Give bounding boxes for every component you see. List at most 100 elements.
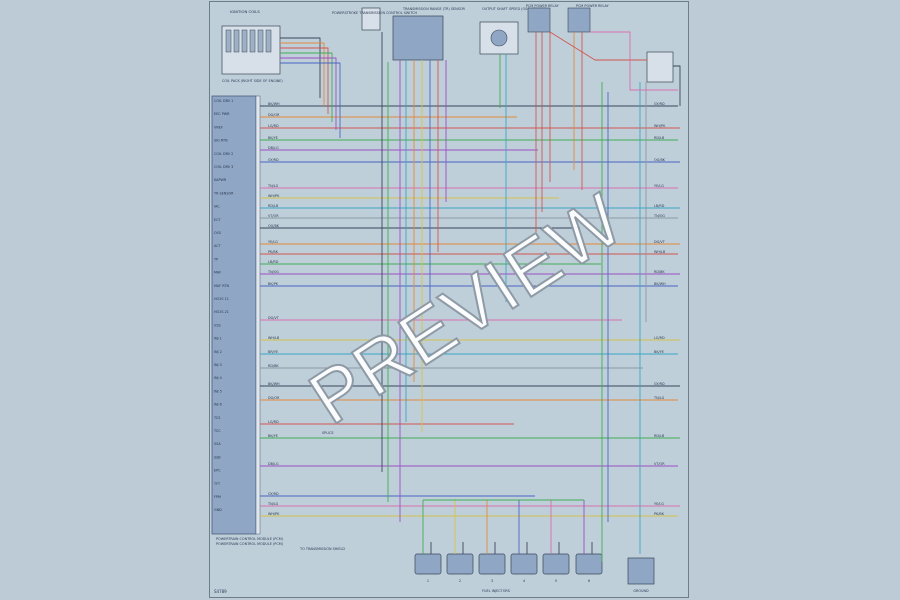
coil-element: [265, 29, 272, 53]
wire-color-label: BK/WH: [268, 382, 280, 386]
coil-output-wire: [280, 62, 341, 138]
coil-output-wire: [280, 42, 325, 106]
wire-end-label: LG/RD: [654, 336, 665, 340]
tr-sensor-box: [392, 15, 444, 61]
wire-color-label: DG/OR: [268, 396, 280, 400]
wire-end-label: OG/BK: [654, 158, 666, 162]
wire-color-label: WH/PK: [268, 512, 280, 516]
relay-b-wire: [590, 31, 678, 91]
wire-color-label: LG/RD: [268, 420, 279, 424]
pcm-pin-label: VSS: [214, 323, 221, 327]
wire-end-label: TN/OG: [653, 214, 665, 218]
pcm-pin-label: TFT: [213, 482, 221, 486]
wire-color-label: RD/LB: [268, 204, 279, 208]
relay-a-label: PCM POWER RELAY: [526, 4, 560, 8]
injector-pin-label: 6: [588, 579, 590, 583]
wire-end-label: BK/YE: [654, 350, 664, 354]
wire-end-label: TN/LG: [653, 396, 665, 400]
injector-connector: [542, 553, 570, 575]
wire-end-label: BK/WH: [654, 282, 666, 286]
pcm-pin-label: OSS: [214, 231, 221, 235]
coil-element: [233, 29, 240, 53]
oss-sensor-label: OUTPUT SHAFT SPEED (OSS) SENSOR: [482, 7, 546, 11]
wire-color-label: BR/YE: [268, 350, 278, 354]
wire-end-label: WH/LB: [654, 250, 666, 254]
pcm-pin-label: MAF RTN: [214, 284, 229, 288]
pcm-pin-label: SIG RTN: [214, 139, 228, 143]
pcm-pin-label: TCS: [213, 416, 220, 420]
injector-connector: [414, 553, 442, 575]
injector-connector: [446, 553, 474, 575]
pcm-pin-label: MAF: [214, 271, 221, 275]
injector-connector: [478, 553, 506, 575]
wiring-diagram-sheet: POWERTRAIN CONTROL MODULE (PCM)POWERTRAI…: [209, 1, 689, 598]
wire-end-label: GY/RD: [654, 382, 665, 386]
ground-label: GROUND: [633, 589, 649, 593]
pcm-footer-label-2: POWERTRAIN CONTROL MODULE (PCM): [216, 542, 284, 546]
control-switch-label: POWERSTROKE TRANSMISSION CONTROL SWITCH: [332, 11, 417, 15]
wire-end-label: YE/LG: [654, 184, 664, 188]
injector-pin-label: 1: [427, 579, 429, 583]
coil-output-wire: [280, 52, 333, 122]
pcm-pin-label: COIL DRV 1: [214, 99, 233, 103]
coil-pack-note: COIL PACK (RIGHT SIDE OF ENGINE): [222, 79, 283, 83]
pcm-pin-label: INJ 1: [214, 337, 222, 341]
diagram-footer-code: S4789: [214, 589, 227, 594]
relay-a-box: [527, 7, 551, 33]
pcm-pin-label: KAPWR: [214, 178, 227, 182]
wire-color-label: LG/RD: [268, 124, 279, 128]
wire-end-label: DG/VT: [654, 240, 666, 244]
injector-pin-label: 5: [555, 579, 557, 583]
coil-output-wire: [280, 37, 321, 98]
right-switch-box: [646, 51, 674, 83]
switch-wire: [673, 65, 681, 106]
wire-color-label: LB/RD: [268, 260, 279, 264]
wire-end-label: YE/LG: [654, 502, 664, 506]
wire-color-label: BK/YE: [268, 136, 278, 140]
pcm-pin-label: FPM: [214, 495, 221, 499]
wire-color-label: WH/PK: [268, 194, 280, 198]
wire-color-label: TN/LG: [267, 502, 279, 506]
wire-color-label: RD/BK: [268, 364, 279, 368]
pcm-pin-label: INJ 4: [214, 376, 222, 380]
wire-end-label: GY/RD: [654, 102, 665, 106]
wire-color-label: TN/LG: [267, 184, 279, 188]
coil-element: [225, 29, 232, 53]
shield-note-label: TO TRANSMISSION SHIELD: [299, 547, 345, 551]
wire-end-label: PK/BK: [654, 512, 665, 516]
injector-connector: [575, 553, 603, 575]
ground-block: [627, 557, 655, 585]
wire-color-label: BK/WH: [268, 102, 280, 106]
pcm-pin-label: INJ 5: [214, 389, 222, 393]
pcm-pin-label: ACT: [214, 244, 222, 248]
pcm-pin-label: INJ 6: [214, 403, 222, 407]
coil-output-wire: [280, 47, 329, 114]
pcm-pin-label: IAC: [214, 205, 220, 209]
injector-pin-label: 2: [459, 579, 461, 583]
wire-color-label: DB/LG: [268, 462, 279, 466]
relay-wire: [549, 31, 647, 61]
pcm-pin-label: COIL DRV 3: [214, 165, 233, 169]
coil-element: [241, 29, 248, 53]
wire-color-label: WH/LB: [268, 336, 280, 340]
wire-color-label: YE/LG: [268, 240, 278, 244]
pcm-pin-label: HO2S 21: [214, 310, 229, 314]
pcm-pin-label: GND: [214, 508, 222, 512]
wire-color-label: GY/RD: [268, 492, 279, 496]
injector-pin-label: 4: [523, 579, 525, 583]
coil-pack-title: IGNITION COILS: [230, 9, 260, 14]
wire-color-label: PK/BK: [268, 250, 279, 254]
pcm-pin-strip: [255, 95, 261, 535]
wire-color-label: GY/RD: [268, 158, 279, 162]
pcm-footer-label: POWERTRAIN CONTROL MODULE (PCM): [216, 537, 284, 541]
injector-connector: [510, 553, 538, 575]
injector-pin-label: 3: [491, 579, 493, 583]
pcm-pin-label: ECT: [214, 218, 222, 222]
wire-color-label: DG/OR: [268, 113, 280, 117]
pcm-pin-label: COIL DRV 2: [214, 152, 233, 156]
wire-color-label: DG/VT: [268, 316, 280, 320]
coil-element: [257, 29, 264, 53]
coil-output-wire: [280, 57, 337, 130]
wire-color-label: BK/YE: [268, 434, 278, 438]
wire-color-label: TN/OG: [267, 270, 279, 274]
